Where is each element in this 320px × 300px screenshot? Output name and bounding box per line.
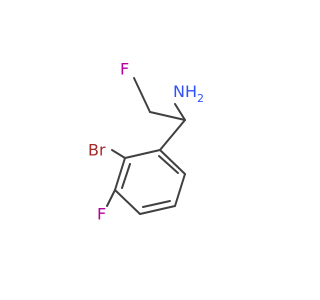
bond-ch-ring <box>159 119 186 151</box>
ring-double-3 <box>158 155 179 174</box>
atom-f-ring: F <box>97 205 106 224</box>
ring-double-2 <box>142 200 171 208</box>
bond-ch2-ch <box>149 111 186 121</box>
atom-nh2-label: NH <box>173 82 197 101</box>
bond-ch-n <box>174 103 186 121</box>
ring-bond-1 <box>124 149 161 159</box>
ring-bond-4 <box>139 205 176 215</box>
bond-ring-f <box>106 189 116 207</box>
ring-bond-3 <box>114 189 141 215</box>
ring-bond-6 <box>159 149 186 175</box>
ring-double-1 <box>121 163 131 189</box>
molecule-structure: F NH2 Br F <box>88 60 204 224</box>
atom-f-top: F <box>120 60 129 79</box>
ring-bond-2 <box>114 157 126 191</box>
bond-ring-br <box>111 149 126 159</box>
atom-br: Br <box>88 141 106 160</box>
ring-bond-5 <box>174 173 186 207</box>
atom-nh2: NH2 <box>173 82 204 105</box>
bond-f-ch2 <box>133 77 151 113</box>
atom-nh2-subscript: 2 <box>197 92 204 105</box>
